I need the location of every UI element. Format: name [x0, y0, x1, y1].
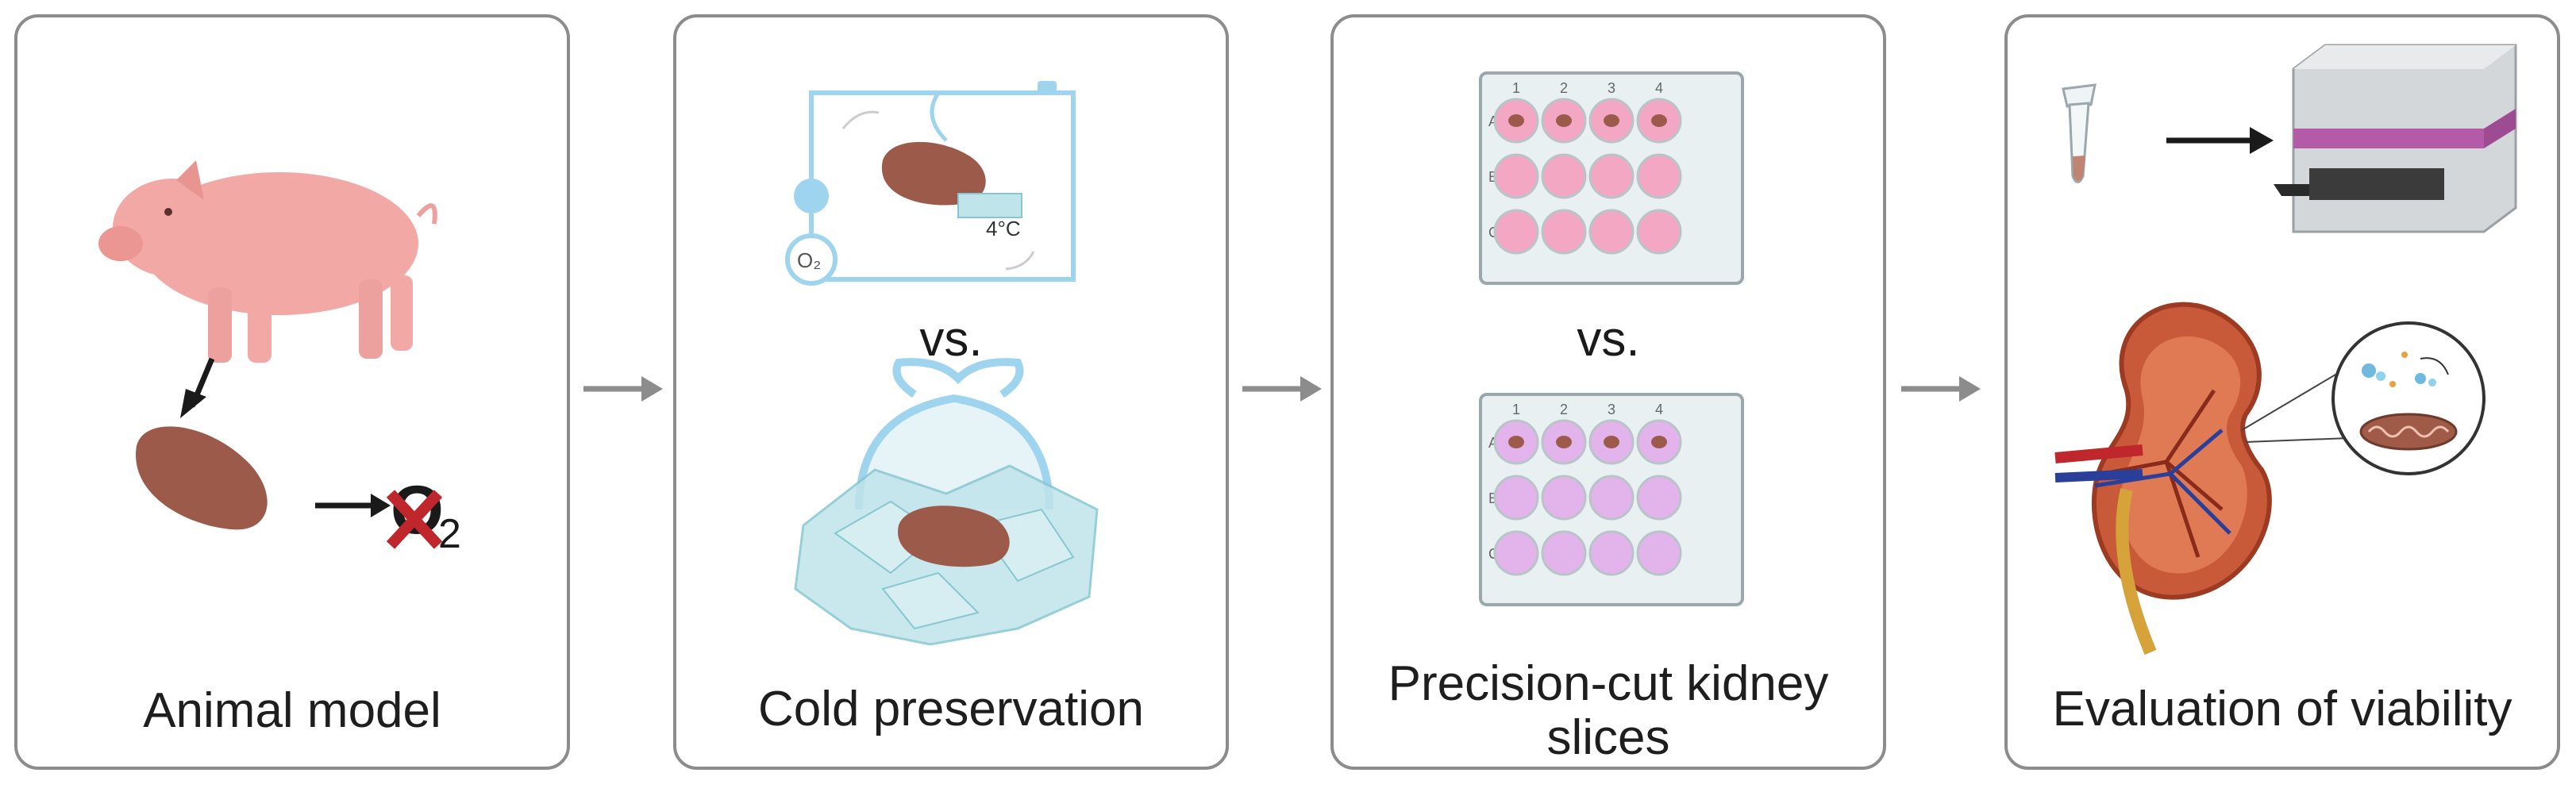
well-plates-illustration: 1 2 3 4 A B C 1 2 3 4 A B C — [1479, 71, 1744, 606]
o2-circle-label: O₂ — [797, 248, 821, 272]
kidney-icon — [136, 426, 268, 530]
mitochondria-inset-icon — [2241, 321, 2486, 475]
kidney-cross-section-icon — [2054, 302, 2272, 656]
arrow-right-icon — [2166, 127, 2274, 154]
caption-kidney-slices-line1: Precision-cut kidney — [1388, 656, 1829, 711]
o2-subscript: 2 — [438, 511, 461, 557]
plate2-col-2: 2 — [1560, 402, 1568, 417]
panel-evaluation-viability: Evaluation of viability — [2004, 14, 2560, 770]
step-arrow-icon — [583, 376, 663, 402]
panel-kidney-slices: 1 2 3 4 A B C 1 2 3 4 A B C — [1330, 14, 1886, 770]
plate1-col-2: 2 — [1560, 80, 1568, 96]
cold-preservation-illustration: O₂ 4°C — [785, 81, 1099, 646]
plate2-col-1: 1 — [1512, 402, 1520, 417]
plate1-col-1: 1 — [1512, 80, 1520, 96]
step-arrow-icon — [1242, 376, 1322, 402]
plate2-col-3: 3 — [1608, 402, 1615, 417]
panel-animal-model: O 2 Animal model — [14, 14, 570, 770]
plate1-col-3: 3 — [1608, 80, 1615, 96]
caption-animal-model: Animal model — [143, 683, 441, 738]
plate1-col-4: 4 — [1655, 80, 1663, 96]
perfusion-machine-icon: O₂ 4°C — [785, 81, 1076, 286]
temperature-label: 4°C — [986, 217, 1021, 240]
plate-reader-icon — [2274, 44, 2517, 233]
evaluation-illustration — [2054, 44, 2517, 656]
arrow-down-left-icon — [180, 357, 215, 418]
pig-icon — [98, 160, 437, 363]
caption-evaluation-viability: Evaluation of viability — [2052, 682, 2512, 736]
step-arrow-icon — [1901, 376, 1981, 402]
caption-kidney-slices-line2: slices — [1546, 710, 1670, 765]
well-plate-pink: 1 2 3 4 A B C — [1479, 71, 1744, 285]
vs-label-slices: vs. — [1577, 312, 1640, 367]
sample-tube-icon — [2062, 83, 2097, 183]
animal-model-illustration: O 2 — [98, 160, 461, 557]
arrow-right-icon — [315, 494, 391, 517]
vs-label-preservation: vs. — [919, 312, 983, 367]
plate2-col-4: 4 — [1655, 402, 1663, 417]
no-oxygen-icon: O 2 — [386, 472, 461, 557]
caption-cold-preservation: Cold preservation — [758, 682, 1144, 736]
well-plate-lilac: 1 2 3 4 A B C — [1479, 393, 1744, 606]
panel-cold-preservation: O₂ 4°C vs. Cold preservation — [673, 14, 1229, 770]
ice-bag-icon — [794, 358, 1099, 646]
